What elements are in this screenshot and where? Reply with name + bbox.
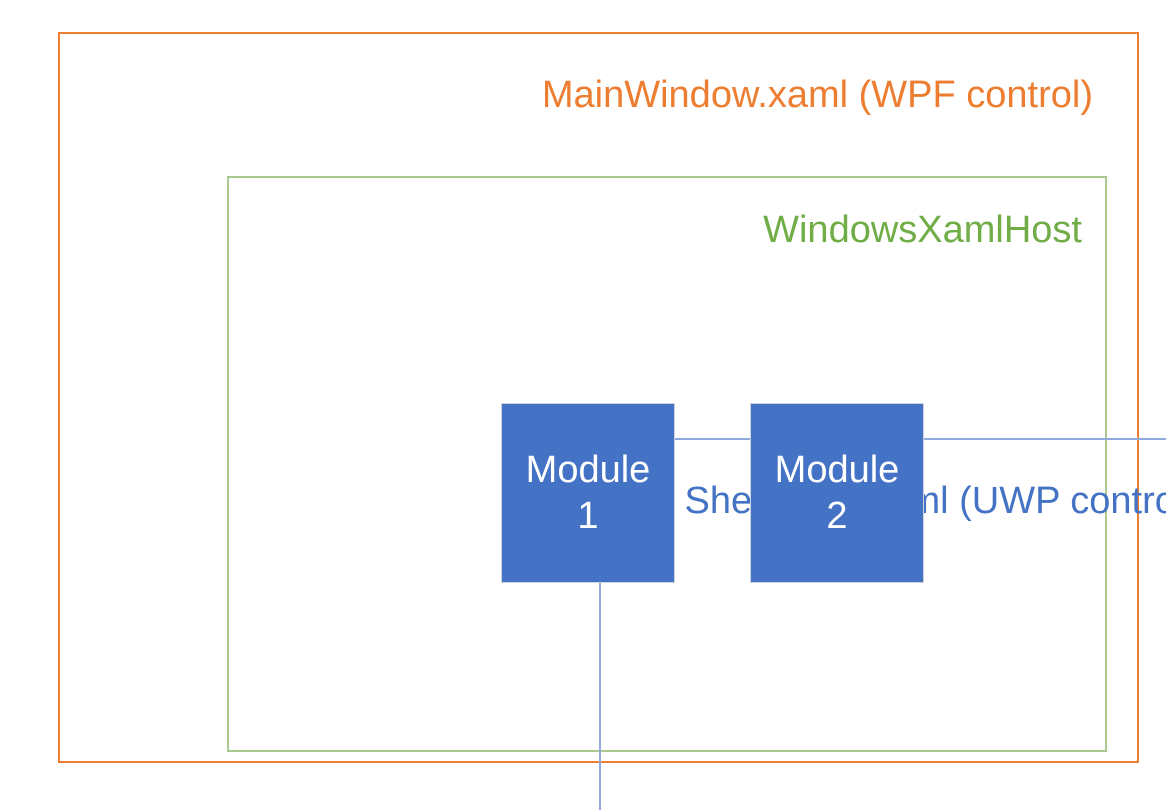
module-block-1-name: Module (525, 449, 651, 491)
module-block-1: Module 1 (501, 403, 675, 583)
layer-mainwindow-label: MainWindow.xaml (WPF control) (541, 74, 1093, 116)
layer-mainwindow-wpf: MainWindow.xaml (WPF control) WindowsXam… (58, 32, 1166, 810)
module-block-2: Module 2 (750, 403, 924, 583)
module-block-2-number: 2 (826, 495, 848, 537)
module-block-1-number: 1 (577, 495, 599, 537)
module-block-2-name: Module (774, 449, 900, 491)
layer-windowsxamlhost-label: WindowsXamlHost (763, 209, 1082, 251)
